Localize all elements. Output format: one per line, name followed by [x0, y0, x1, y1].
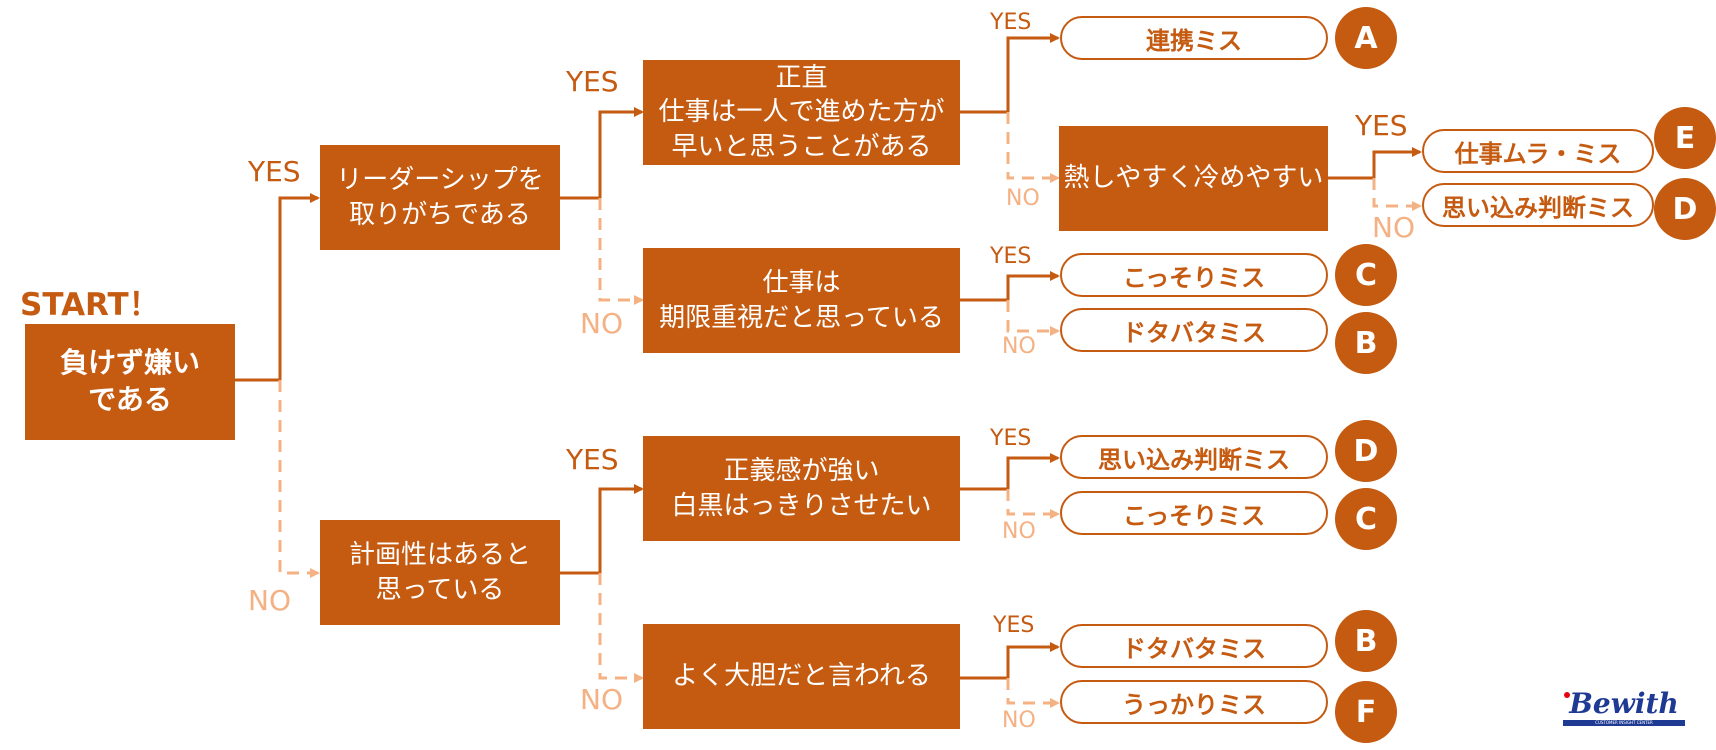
outcome-pill: こっそりミス: [1060, 253, 1328, 297]
yes-label: YES: [990, 10, 1032, 35]
node-planning: 計画性はあると 思っている: [320, 520, 560, 625]
node-start: 負けず嫌い である: [25, 324, 235, 440]
outcome-letter-badge: F: [1335, 681, 1397, 743]
logo-bar: [1563, 720, 1685, 726]
outcome-pill: 仕事ムラ・ミス: [1422, 129, 1654, 173]
outcome-letter-badge: E: [1654, 107, 1716, 169]
outcome-pill: 思い込み判断ミス: [1422, 183, 1654, 227]
no-label: NO: [1002, 334, 1036, 359]
yes-label: YES: [990, 426, 1032, 451]
node-bold: よく大胆だと言われる: [643, 624, 960, 729]
node-honest: 正直 仕事は一人で進めた方が 早いと思うことがある: [643, 60, 960, 165]
outcome-pill: ドタバタミス: [1060, 308, 1328, 352]
outcome-pill: 連携ミス: [1060, 16, 1328, 60]
outcome-letter-badge: D: [1335, 420, 1397, 482]
outcome-letter-badge: D: [1654, 178, 1716, 240]
outcome-letter-badge: A: [1335, 7, 1397, 69]
outcome-pill: 思い込み判断ミス: [1060, 435, 1328, 479]
node-leadership: リーダーシップを 取りがちである: [320, 145, 560, 250]
outcome-letter-badge: B: [1335, 610, 1397, 672]
node-deadline: 仕事は 期限重視だと思っている: [643, 248, 960, 353]
yes-label: YES: [248, 155, 301, 188]
yes-label: YES: [566, 443, 619, 476]
node-justice: 正義感が強い 白黒はっきりさせたい: [643, 436, 960, 541]
outcome-pill: うっかりミス: [1060, 680, 1328, 724]
company-logo: Bewith CUSTOMER INSIGHT CENTER: [1560, 690, 1688, 730]
outcome-letter-badge: C: [1335, 488, 1397, 550]
no-label: NO: [1006, 186, 1040, 211]
outcome-pill: こっそりミス: [1060, 491, 1328, 535]
no-label: NO: [1002, 519, 1036, 544]
yes-label: YES: [566, 65, 619, 98]
no-label: NO: [248, 584, 291, 617]
logo-text: Bewith: [1569, 687, 1679, 720]
node-hot-cold: 熱しやすく冷めやすい: [1059, 126, 1328, 231]
no-label: NO: [1372, 211, 1415, 244]
logo-dot-icon: [1564, 692, 1570, 698]
yes-label: YES: [1355, 109, 1408, 142]
no-label: NO: [580, 683, 623, 716]
outcome-letter-badge: B: [1335, 312, 1397, 374]
yes-label: YES: [993, 613, 1035, 638]
no-label: NO: [1002, 708, 1036, 733]
outcome-pill: ドタバタミス: [1060, 624, 1328, 668]
outcome-letter-badge: C: [1335, 244, 1397, 306]
start-label: START！: [20, 287, 160, 323]
no-label: NO: [580, 307, 623, 340]
yes-label: YES: [990, 244, 1032, 269]
logo-subtext: CUSTOMER INSIGHT CENTER: [1595, 720, 1653, 725]
